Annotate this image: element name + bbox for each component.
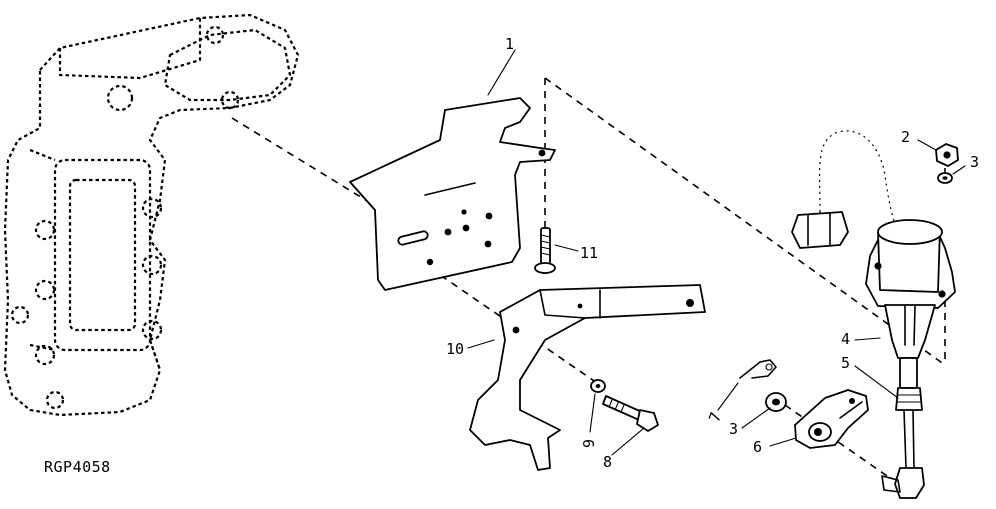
callout-11: 11	[580, 244, 598, 262]
callout-5: 5	[841, 354, 850, 372]
lock-washer-part-9	[590, 379, 606, 393]
callout-8: 8	[603, 453, 612, 471]
screw-part-11	[534, 227, 556, 274]
callout-7: 7	[705, 410, 725, 425]
callout-3-upper: 3	[970, 153, 979, 171]
engine-housing-ghost	[3, 13, 300, 417]
mounting-bracket-part-1	[349, 97, 556, 291]
callout-1: 1	[505, 35, 514, 53]
callout-3-lower: 3	[729, 420, 738, 438]
washer-part-3-upper	[937, 172, 953, 184]
lever-bracket-part-10	[469, 284, 706, 471]
bolt-part-8	[602, 395, 659, 432]
callout-labels: 1 2 3 4 5 3 6 7 8 9 10 11 RGP4058	[44, 35, 979, 476]
solenoid-part-4	[791, 127, 956, 359]
callout-9: 9	[580, 439, 598, 448]
callout-2: 2	[901, 128, 910, 146]
nut-part-2	[935, 143, 959, 167]
leader-lines	[467, 49, 966, 456]
callout-4: 4	[841, 330, 850, 348]
washer-part-3-lower	[765, 392, 787, 412]
clip-part-7	[739, 359, 777, 379]
callout-6: 6	[753, 438, 762, 456]
callout-10: 10	[446, 340, 464, 358]
lever-part-6	[794, 389, 869, 449]
plunger-part-5	[881, 357, 925, 499]
reference-code: RGP4058	[44, 458, 111, 476]
